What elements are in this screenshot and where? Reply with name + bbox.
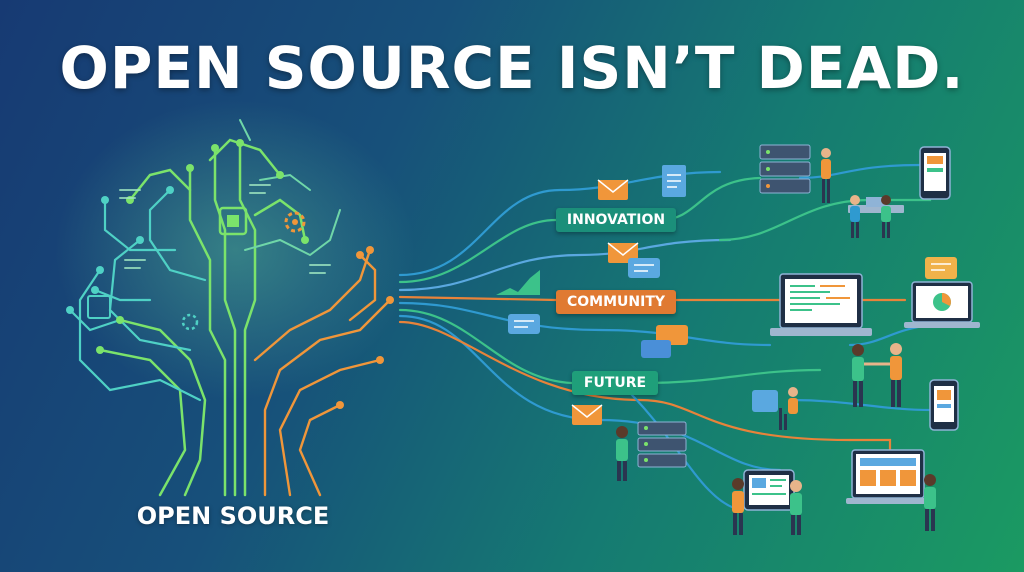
circuit-tree-icon <box>55 100 415 497</box>
envelope-icon <box>571 179 639 425</box>
chart-icon <box>496 270 540 295</box>
chat-bubble-icon <box>508 257 957 412</box>
tag-future: FUTURE <box>572 371 658 395</box>
person-icon <box>616 148 936 535</box>
smartphone-icon <box>919 146 959 431</box>
headline: OPEN SOURCE ISN’T DEAD. <box>59 34 965 102</box>
laptop-icon <box>770 273 980 336</box>
connection-lines <box>398 163 934 512</box>
tag-innovation: INNOVATION <box>556 208 676 232</box>
monitor-icon <box>846 449 930 504</box>
chip-icon <box>87 206 248 319</box>
document-icon <box>662 165 686 197</box>
tag-community: COMMUNITY <box>556 290 676 314</box>
gear-icon <box>181 211 306 331</box>
tree-label: OPEN SOURCE <box>136 502 330 530</box>
server-rack-icon <box>637 144 811 468</box>
